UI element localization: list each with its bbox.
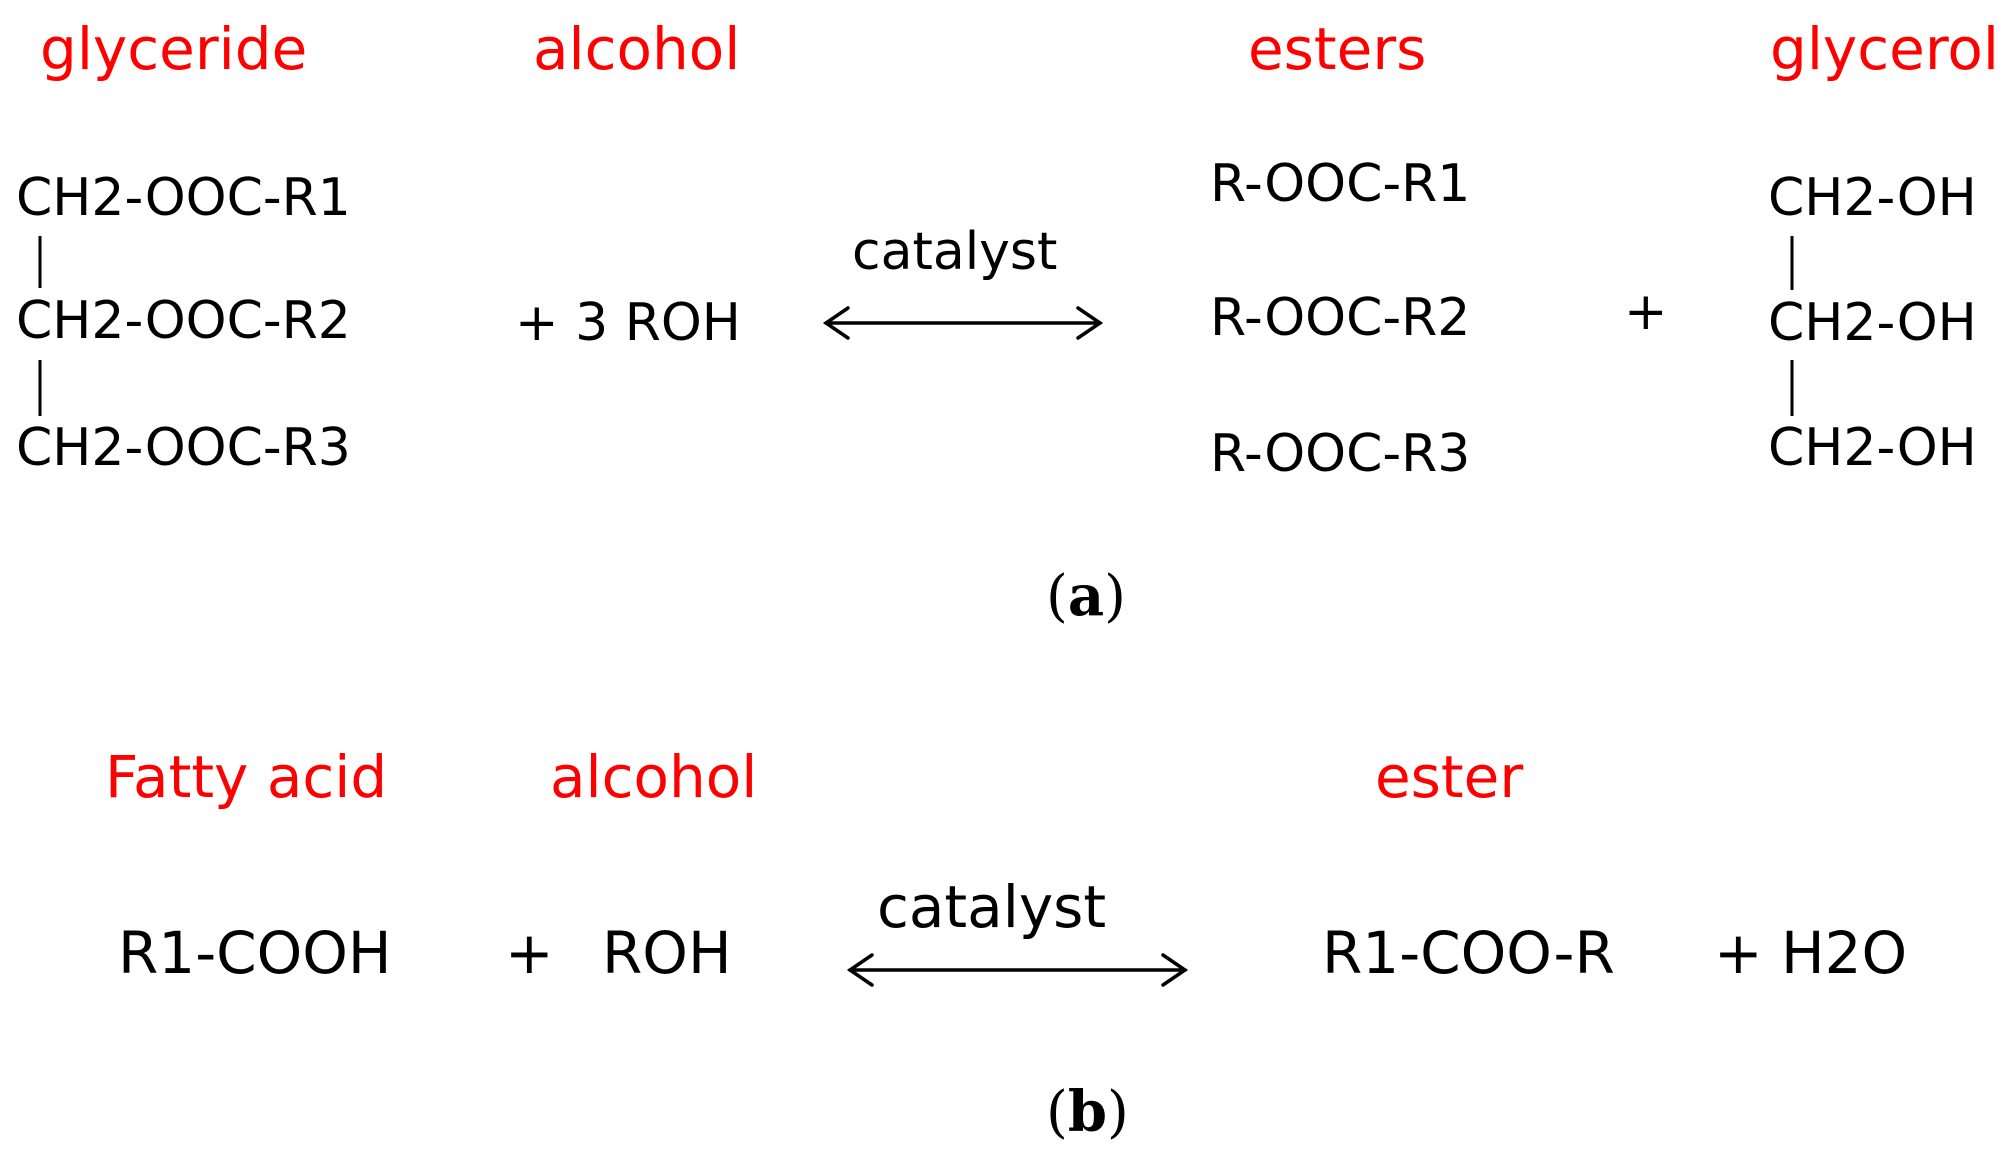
label-alcohol-b: alcohol xyxy=(550,743,758,811)
label-esters: esters xyxy=(1248,15,1427,83)
label-ester: ester xyxy=(1375,743,1524,811)
reversible-arrow-b xyxy=(846,953,1189,987)
ester-line-1: R-OOC-R1 xyxy=(1210,154,1471,214)
panel-letter-b: b xyxy=(1067,1079,1108,1145)
label-glycerol: glycerol xyxy=(1770,15,1999,83)
panel-letter-a: a xyxy=(1067,563,1105,629)
catalyst-a: catalyst xyxy=(852,222,1058,282)
glyceride-line-3: CH2-OOC-R3 xyxy=(16,418,351,478)
glyceride-line-2: CH2-OOC-R2 xyxy=(16,291,351,351)
catalyst-b: catalyst xyxy=(877,873,1107,941)
glycerol-line-1: CH2-OH xyxy=(1768,168,1977,228)
label-glyceride: glyceride xyxy=(40,15,308,83)
label-fatty-acid: Fatty acid xyxy=(105,743,388,811)
alcohol-b-formula: ROH xyxy=(602,919,732,987)
fatty-acid-formula: R1-COOH xyxy=(118,919,392,987)
ester-line-3: R-OOC-R3 xyxy=(1210,424,1471,484)
plus-a: + xyxy=(1624,282,1668,342)
panel-label-b: (b) xyxy=(1046,1079,1129,1145)
ester-formula: R1-COO-R xyxy=(1322,919,1615,987)
plus-b: + xyxy=(505,919,554,987)
ester-line-2: R-OOC-R2 xyxy=(1210,288,1471,348)
water-formula: + H2O xyxy=(1714,919,1908,987)
glycerol-line-3: CH2-OH xyxy=(1768,418,1977,478)
alcohol-a-formula: + 3 ROH xyxy=(515,293,741,353)
glyceride-line-1: CH2-OOC-R1 xyxy=(16,168,351,228)
panel-label-a: (a) xyxy=(1046,563,1127,629)
reversible-arrow-a xyxy=(822,306,1104,340)
label-alcohol-a: alcohol xyxy=(533,15,741,83)
glycerol-line-2: CH2-OH xyxy=(1768,293,1977,353)
